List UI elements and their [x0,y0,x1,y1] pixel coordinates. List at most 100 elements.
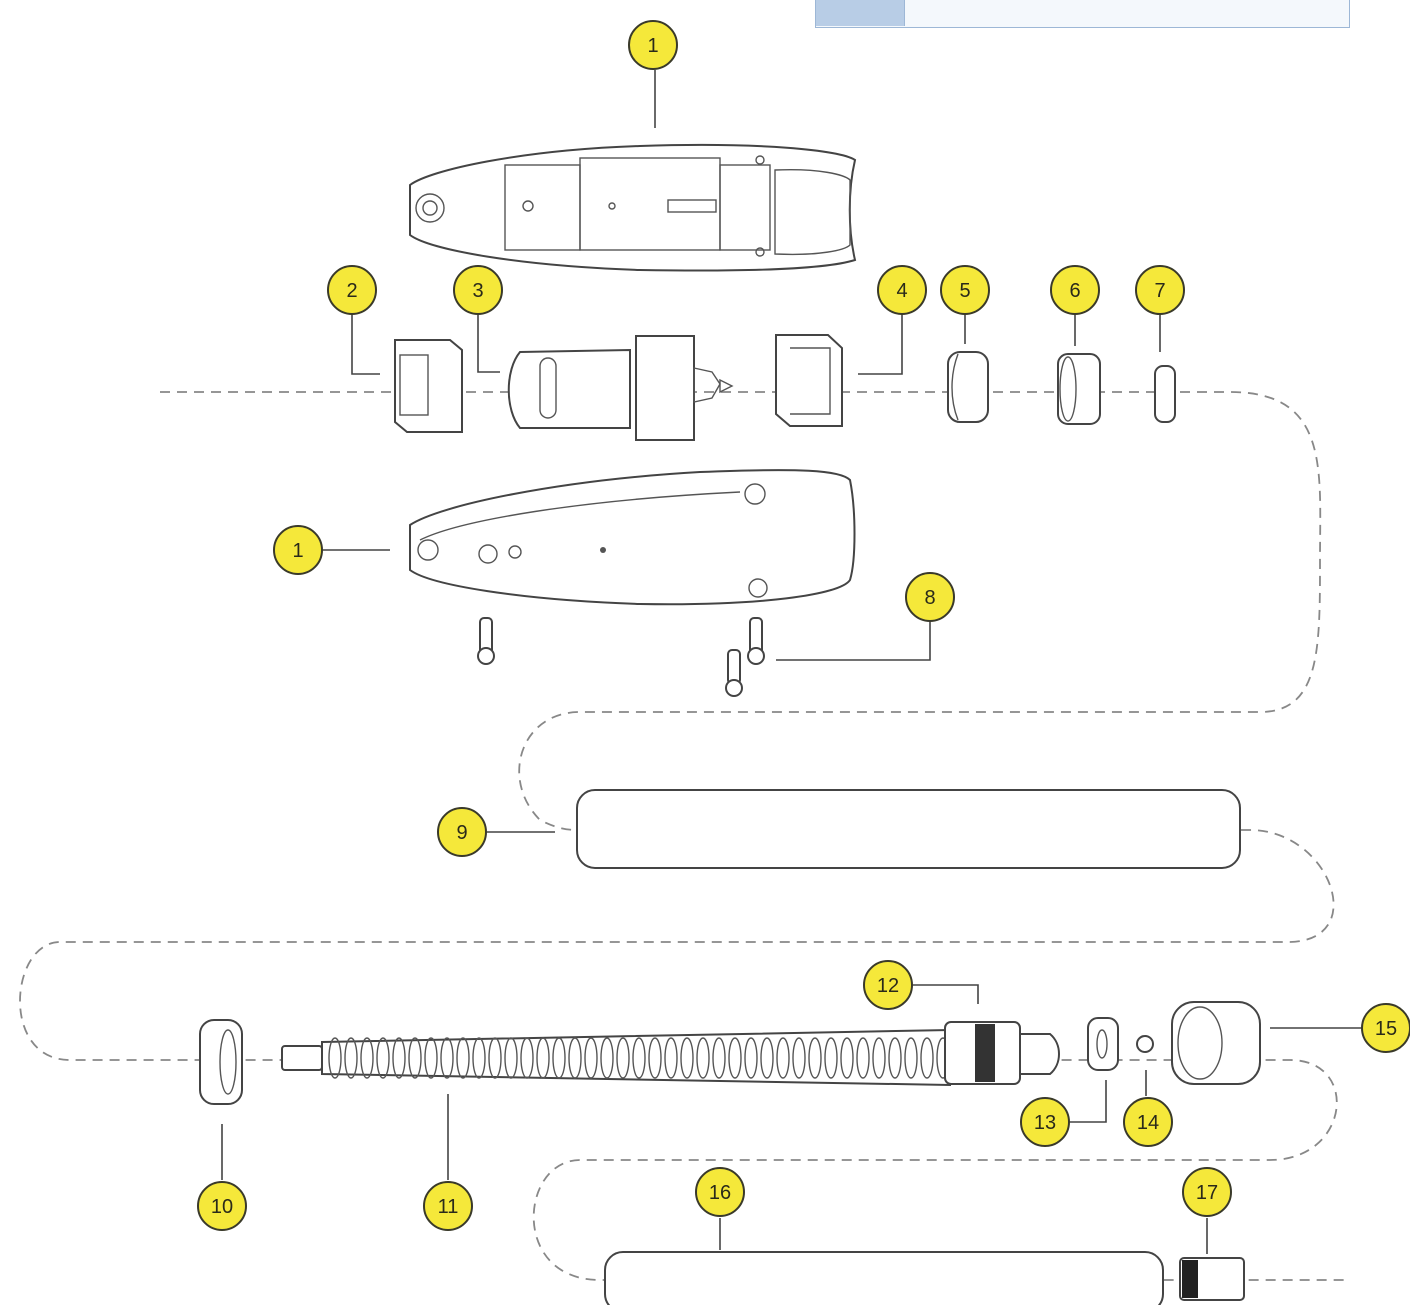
screw-flight [664,1037,678,1079]
screw-flight [344,1037,358,1079]
screw-flight [792,1037,806,1079]
screw-flight [808,1037,822,1079]
screw-flight [872,1037,886,1079]
callout-circle [453,265,503,315]
callout-c16: 16 [695,1167,745,1217]
callout-label: 9 [456,822,467,844]
callout-circle [905,572,955,622]
header-box [815,0,1350,28]
screw-flight [504,1037,518,1079]
callout-circle [1182,1167,1232,1217]
housing-top-part [409,143,857,272]
screw-flight [760,1037,774,1079]
pin-part-7 [1154,365,1176,423]
callout-circle [273,525,323,575]
callout-label: 8 [924,587,935,609]
screw-flight [424,1037,438,1079]
callout-c6: 6 [1050,265,1100,315]
screw-flight [440,1037,454,1079]
washer-part-13 [1087,1017,1119,1071]
callout-circle [423,1181,473,1231]
callout-label: 12 [877,975,899,997]
callout-circle [940,265,990,315]
callout-label: 1 [292,540,303,562]
screw-flight [632,1037,646,1079]
callout-circle [863,960,913,1010]
screw-flight [392,1037,406,1079]
block-part-2 [394,339,463,433]
callout-label: 13 [1034,1112,1056,1134]
callout-c11: 11 [423,1181,473,1231]
callout-circle [1361,1003,1410,1053]
callout-c4: 4 [877,265,927,315]
callout-label: 3 [472,280,483,302]
screw-flight [488,1037,502,1079]
callout-c13: 13 [1020,1097,1070,1147]
screw-flight [888,1037,902,1079]
screw-flight [920,1037,934,1079]
screw-flight [552,1037,566,1079]
callout-label: 1 [647,35,658,57]
screw-flight [840,1037,854,1079]
callout-c8: 8 [905,572,955,622]
screw-shaft-part-11 [281,1028,951,1087]
callout-c12: 12 [863,960,913,1010]
callout-c5: 5 [940,265,990,315]
screw-flight [616,1037,630,1079]
screw-flight [696,1037,710,1079]
leader-lines [221,70,1362,1254]
screw-flight [584,1037,598,1079]
callout-label: 5 [959,280,970,302]
tube-part-9 [576,789,1241,869]
callout-c2: 2 [327,265,377,315]
block-part-4 [775,334,843,427]
callout-c15: 15 [1361,1003,1410,1053]
callout-circle [877,265,927,315]
collar-part-12 [944,1021,1060,1085]
callout-label: 2 [346,280,357,302]
callout-circle [1020,1097,1070,1147]
callout-c14: 14 [1123,1097,1173,1147]
screws-part-8 [477,617,765,697]
callout-label: 6 [1069,280,1080,302]
screw-flight [728,1037,742,1079]
screw-flight [376,1037,390,1079]
screw-flight [648,1037,662,1079]
bushing-part-6 [1057,353,1101,425]
callout-circle [1123,1097,1173,1147]
callout-circle [1050,265,1100,315]
motor-part-3 [507,335,734,441]
callout-label: 15 [1375,1018,1397,1040]
callout-c7: 7 [1135,265,1185,315]
callout-c1a: 1 [628,20,678,70]
callout-c1b: 1 [273,525,323,575]
oring-part-14 [1136,1035,1154,1053]
screw-flight [472,1037,486,1079]
housing-bottom-part [409,469,856,606]
screw-flight [536,1037,550,1079]
screw-flight [776,1037,790,1079]
callout-circle [327,265,377,315]
screw-flight [360,1037,374,1079]
callout-c9: 9 [437,807,487,857]
callout-label: 7 [1154,280,1165,302]
screw-flight [408,1037,422,1079]
callout-c10: 10 [197,1181,247,1231]
tube-part-16 [604,1251,1164,1305]
callout-label: 14 [1137,1112,1159,1134]
callout-circle [437,807,487,857]
callout-label: 10 [211,1196,233,1218]
ring-part-5 [947,351,989,423]
callout-circle [1135,265,1185,315]
callout-c3: 3 [453,265,503,315]
cap-part-17 [1179,1257,1245,1301]
screw-flight [600,1037,614,1079]
screw-flight [744,1037,758,1079]
callout-circle [197,1181,247,1231]
callout-circle [628,20,678,70]
screw-flight [680,1037,694,1079]
screw-flight [904,1037,918,1079]
callout-circle [695,1167,745,1217]
